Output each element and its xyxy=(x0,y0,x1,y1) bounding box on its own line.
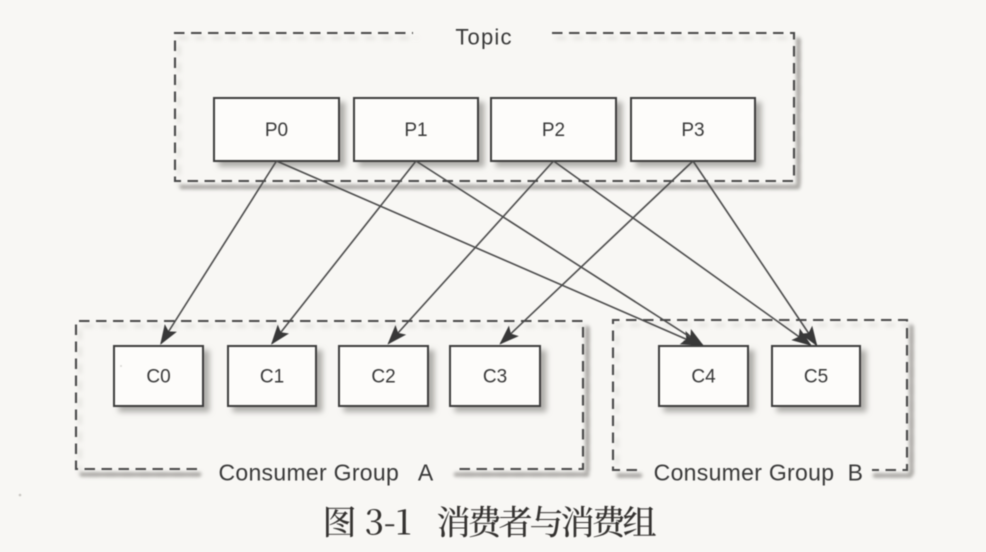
svg-text:Topic: Topic xyxy=(455,25,512,50)
svg-text:C0: C0 xyxy=(146,367,170,388)
svg-text:P2: P2 xyxy=(542,120,565,141)
svg-text:C2: C2 xyxy=(371,367,395,388)
svg-text:C1: C1 xyxy=(260,367,284,388)
svg-text:C3: C3 xyxy=(483,367,507,388)
svg-text:C4: C4 xyxy=(691,367,716,388)
svg-text:P0: P0 xyxy=(265,120,288,141)
svg-text:Consumer Group B: Consumer Group B xyxy=(654,460,864,486)
svg-text:P3: P3 xyxy=(681,120,704,141)
svg-text:C5: C5 xyxy=(804,367,828,388)
svg-text:Consumer Group A: Consumer Group A xyxy=(218,460,433,486)
svg-text:P1: P1 xyxy=(404,120,427,141)
